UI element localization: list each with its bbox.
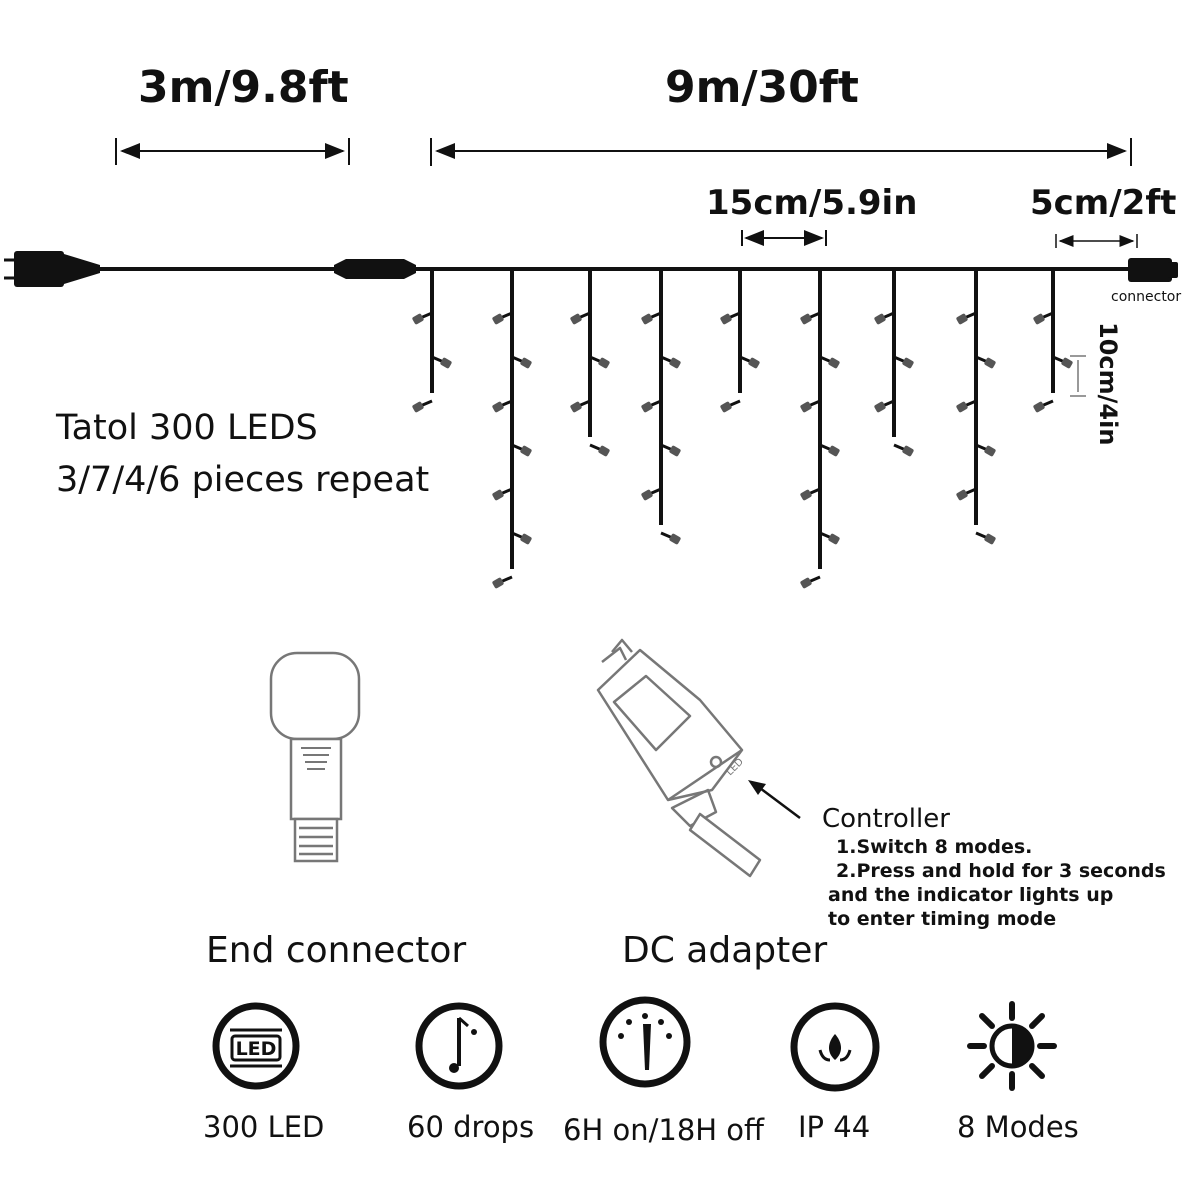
summary-total: Tatol 300 LEDS [56,408,318,448]
led-bulb [819,443,840,457]
dc-adapter-illustration: LED [596,638,762,878]
feature-label-ip: IP 44 [798,1110,871,1144]
led-bulb [492,311,513,325]
led-bulb [956,399,977,413]
connector-label: connector [1111,289,1182,305]
led-bulb [975,355,996,369]
drop-spacing-arrow [741,230,827,246]
feature-label-timer: 6H on/18H off [563,1113,765,1147]
end-length-arrow [1055,234,1138,248]
led-bulb [511,531,532,545]
led-bulb [893,443,914,457]
drops-icon [415,1002,503,1090]
timer-gauge-icon [599,996,691,1088]
lead-dimension-arrow [115,138,350,165]
led-bulb [1033,399,1054,413]
controller-step-1: 1.Switch 8 modes. [836,836,1033,858]
led-bulb [975,443,996,457]
feature-label-drops: 60 drops [407,1110,535,1144]
led-bulb [570,399,591,413]
led-bulb [412,399,433,413]
icicle-drop [800,271,840,589]
string-length-label: 9m/30ft [665,62,859,113]
controller-step-2c: to enter timing mode [828,908,1057,930]
led-bulb [641,487,662,501]
waterproof-icon [790,1002,880,1092]
led-bulb [589,443,610,457]
led-bulb [874,399,895,413]
icicle-drop [720,271,760,413]
led-bulb [511,443,532,457]
bulb-spacing-arrow [1070,355,1086,397]
led-bulb [431,355,452,369]
led-bulb [660,355,681,369]
led-bulb [893,355,914,369]
led-bulb [739,355,760,369]
drop-spacing-label: 15cm/5.9in [706,183,918,223]
controller-title: Controller [822,804,950,834]
end-connector-label: End connector [206,930,467,971]
led-bulb [800,399,821,413]
led-bulb [1033,311,1054,325]
led-bulb [874,311,895,325]
led-bulb [956,311,977,325]
led-bulb [511,355,532,369]
led-bulb [641,311,662,325]
led-bulb [800,575,821,589]
icicle-drop [874,271,914,457]
led-bulb [819,355,840,369]
led-bulb [1052,355,1073,369]
icicle-drop [956,271,996,545]
controller-pointer-arrow [748,780,801,819]
icicle-drop [492,271,532,589]
led-bulb [956,487,977,501]
controller-step-2b: and the indicator lights up [828,884,1114,906]
led-bulb [641,399,662,413]
led-bulb [570,311,591,325]
lead-length-label: 3m/9.8ft [138,62,349,113]
main-cable [4,251,1178,287]
led-bulb [819,531,840,545]
dc-adapter-label: DC adapter [622,930,828,971]
end-length-label: 5cm/2ft [1030,183,1177,223]
icicle-drop [1033,271,1073,413]
led-bulb [720,311,741,325]
led-bulb [492,575,513,589]
led-bulb [720,399,741,413]
led-bulb [660,531,681,545]
feature-label-modes: 8 Modes [957,1110,1079,1144]
plug-icon [4,251,100,287]
icicle-drop [412,271,452,413]
led-bulb [412,311,433,325]
led-bulb [492,399,513,413]
end-connector-socket-icon [1128,258,1178,282]
inline-connector-icon [334,259,416,279]
icicle-drops [412,271,1073,589]
icicle-drop [570,271,610,457]
led-bulb [800,311,821,325]
end-connector-illustration [269,651,361,863]
controller-step-2: 2.Press and hold for 3 seconds [836,860,1166,882]
svg-text:LED: LED [236,1038,277,1060]
modes-sun-icon [967,1001,1057,1091]
summary-pattern: 3/7/4/6 pieces repeat [56,460,430,500]
string-dimension-arrow [430,138,1132,166]
led-bulb [800,487,821,501]
led-bulb [660,443,681,457]
led-bulb [975,531,996,545]
icicle-drop [641,271,681,545]
led-bulb [492,487,513,501]
led-bulb [589,355,610,369]
feature-label-led: 300 LED [203,1110,325,1144]
led-icon: LED [212,1002,300,1090]
